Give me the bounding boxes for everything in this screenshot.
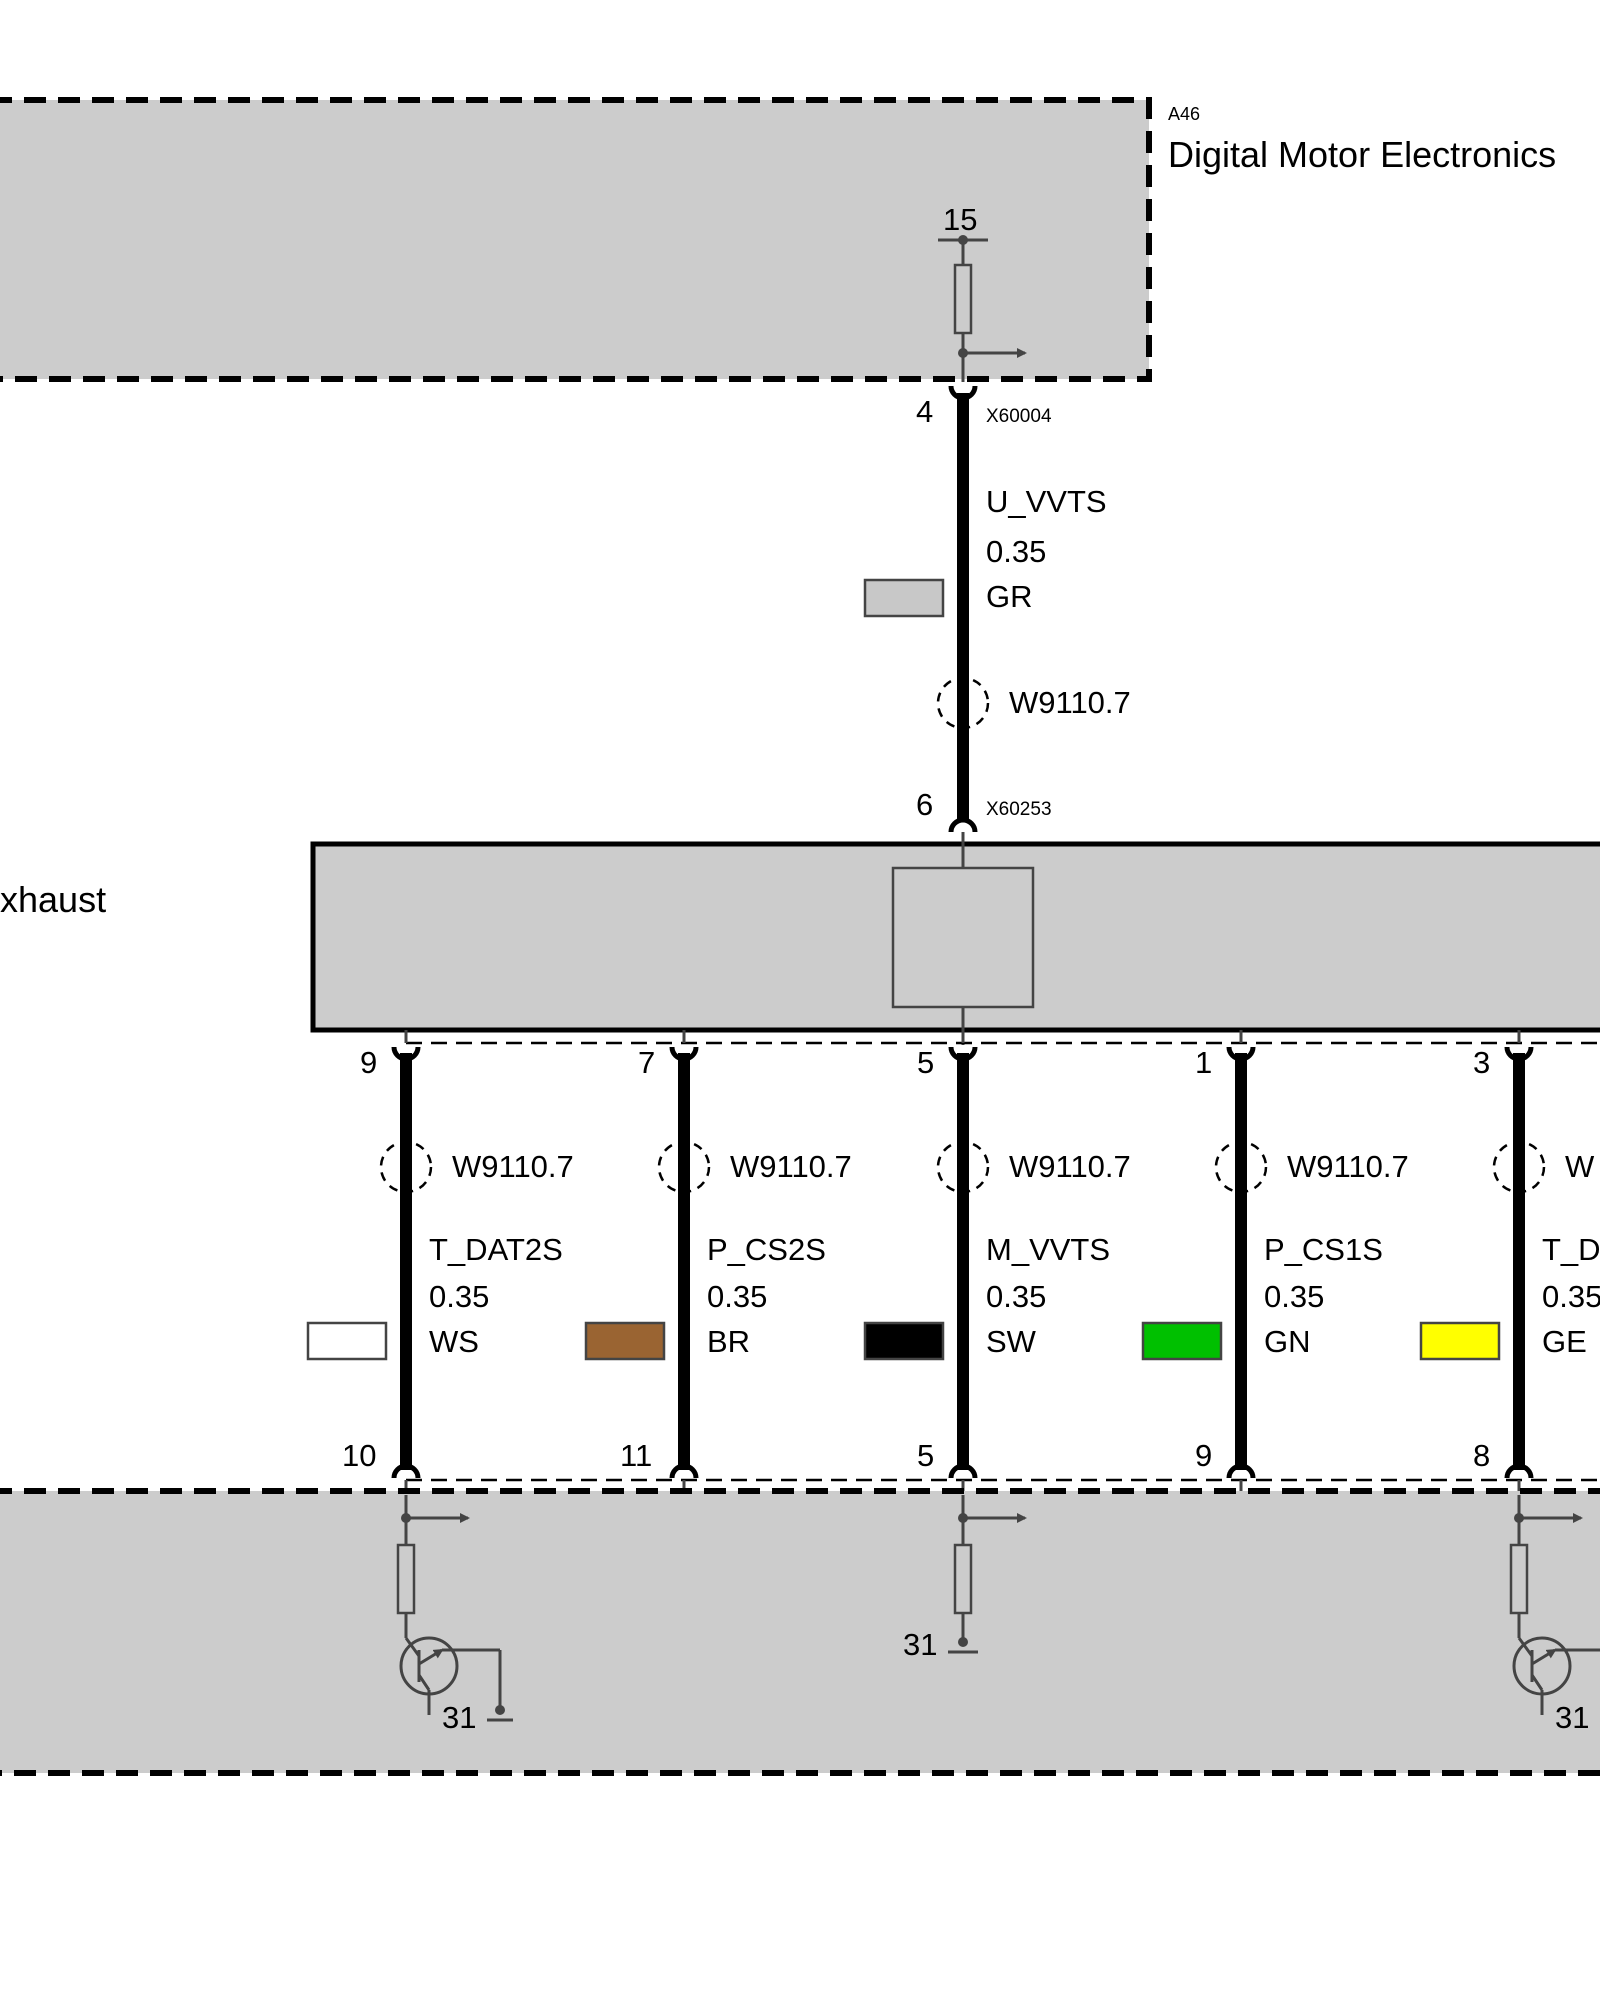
lower-wire-1-harness: W9110.7	[452, 1149, 574, 1184]
lower-wire-3-bottom-socket	[948, 1463, 978, 1479]
lower-wire-4-harness-ring-icon	[1214, 1140, 1268, 1194]
connector-x60253-label: X60253	[986, 799, 1052, 820]
dme-module-code: A46	[1168, 104, 1200, 124]
u-vvts-harness: W9110.7	[1009, 685, 1131, 720]
lower-wire-5-signal: T_D	[1542, 1232, 1600, 1267]
harness-ring-icon	[936, 676, 990, 730]
lower-wire-5-color-swatch	[1419, 1321, 1501, 1361]
bottom-internal-5-ground-label: 31	[1555, 1700, 1589, 1735]
lower-wire-4-pin-top: 1	[1195, 1045, 1212, 1080]
lower-wire-5-bottom-socket	[1504, 1463, 1534, 1479]
lower-wire-5-color-code: GE	[1542, 1324, 1587, 1359]
pin-6-socket	[948, 817, 978, 833]
u-vvts-color-swatch	[863, 578, 945, 618]
connector-x60004-label: X60004	[986, 406, 1052, 427]
lower-wire-1-color-swatch	[306, 1321, 388, 1361]
lower-wire-1-pin-bottom: 10	[342, 1438, 376, 1473]
lower-wire-3-harness: W9110.7	[1009, 1149, 1131, 1184]
lower-wire-3-pin-top: 5	[917, 1045, 934, 1080]
middle-module-name: xhaust	[0, 879, 106, 920]
lower-wire-4-bottom-socket	[1226, 1463, 1256, 1479]
lower-wire-4-color-code: GN	[1264, 1324, 1311, 1359]
u-vvts-signal: U_VVTS	[986, 484, 1107, 519]
lower-wire-1-pin-top: 9	[360, 1045, 377, 1080]
lower-wire-2-color-code: BR	[707, 1324, 750, 1359]
lower-wire-1-gauge: 0.35	[429, 1279, 489, 1314]
lower-wire-2-harness-ring-icon	[657, 1140, 711, 1194]
bottom-internals-group: 31 31 31	[396, 1495, 1600, 1735]
lower-wire-5-pin-bottom: 8	[1473, 1438, 1490, 1473]
lower-wire-5-pin-top: 3	[1473, 1045, 1490, 1080]
lower-wire-group: 9W9110.7T_DAT2S0.35WS107W9110.7P_CS2S0.3…	[306, 1030, 1600, 1495]
lower-wire-5-gauge: 0.35	[1542, 1279, 1600, 1314]
lower-wire-4-color-swatch	[1141, 1321, 1223, 1361]
lower-wire-2-gauge: 0.35	[707, 1279, 767, 1314]
lower-wire-3-color-code: SW	[986, 1324, 1037, 1359]
u-vvts-gauge: 0.35	[986, 534, 1046, 569]
dme-module-name: Digital Motor Electronics	[1168, 134, 1556, 175]
pin-6-label: 6	[916, 787, 933, 822]
lower-wire-4-gauge: 0.35	[1264, 1279, 1324, 1314]
pin-4-label: 4	[916, 394, 933, 429]
lower-wire-2-harness: W9110.7	[730, 1149, 852, 1184]
lower-wire-4-harness: W9110.7	[1287, 1149, 1409, 1184]
lower-wire-2-bottom-socket	[669, 1463, 699, 1479]
lower-wire-1-signal: T_DAT2S	[429, 1232, 563, 1267]
lower-wire-5-harness: W	[1565, 1149, 1595, 1184]
lower-wire-2-pin-top: 7	[638, 1045, 655, 1080]
lower-wire-2-color-swatch	[584, 1321, 666, 1361]
lower-wire-5-harness-ring-icon	[1492, 1140, 1546, 1194]
lower-wire-1-harness-ring-icon	[379, 1140, 433, 1194]
terminal-15-label: 15	[943, 202, 977, 237]
lower-wire-1-color-code: WS	[429, 1324, 479, 1359]
bottom-module-box	[0, 1488, 1600, 1776]
lower-wire-3-color-swatch	[863, 1321, 945, 1361]
lower-wire-4-pin-bottom: 9	[1195, 1438, 1212, 1473]
lower-wire-1-bottom-socket	[391, 1463, 421, 1479]
lower-wire-3-pin-bottom: 5	[917, 1438, 934, 1473]
middle-module-box	[310, 841, 1600, 1033]
u-vvts-color-code: GR	[986, 579, 1033, 614]
lower-wire-3-harness-ring-icon	[936, 1140, 990, 1194]
lower-wire-3-signal: M_VVTS	[986, 1232, 1110, 1267]
bottom-internal-3-ground-label: 31	[903, 1627, 937, 1662]
lower-wire-2-signal: P_CS2S	[707, 1232, 826, 1267]
lower-wire-2-pin-bottom: 11	[620, 1438, 652, 1473]
bottom-internal-1-ground-label: 31	[442, 1700, 476, 1735]
lower-wire-4-signal: P_CS1S	[1264, 1232, 1383, 1267]
lower-wire-3-gauge: 0.35	[986, 1279, 1046, 1314]
